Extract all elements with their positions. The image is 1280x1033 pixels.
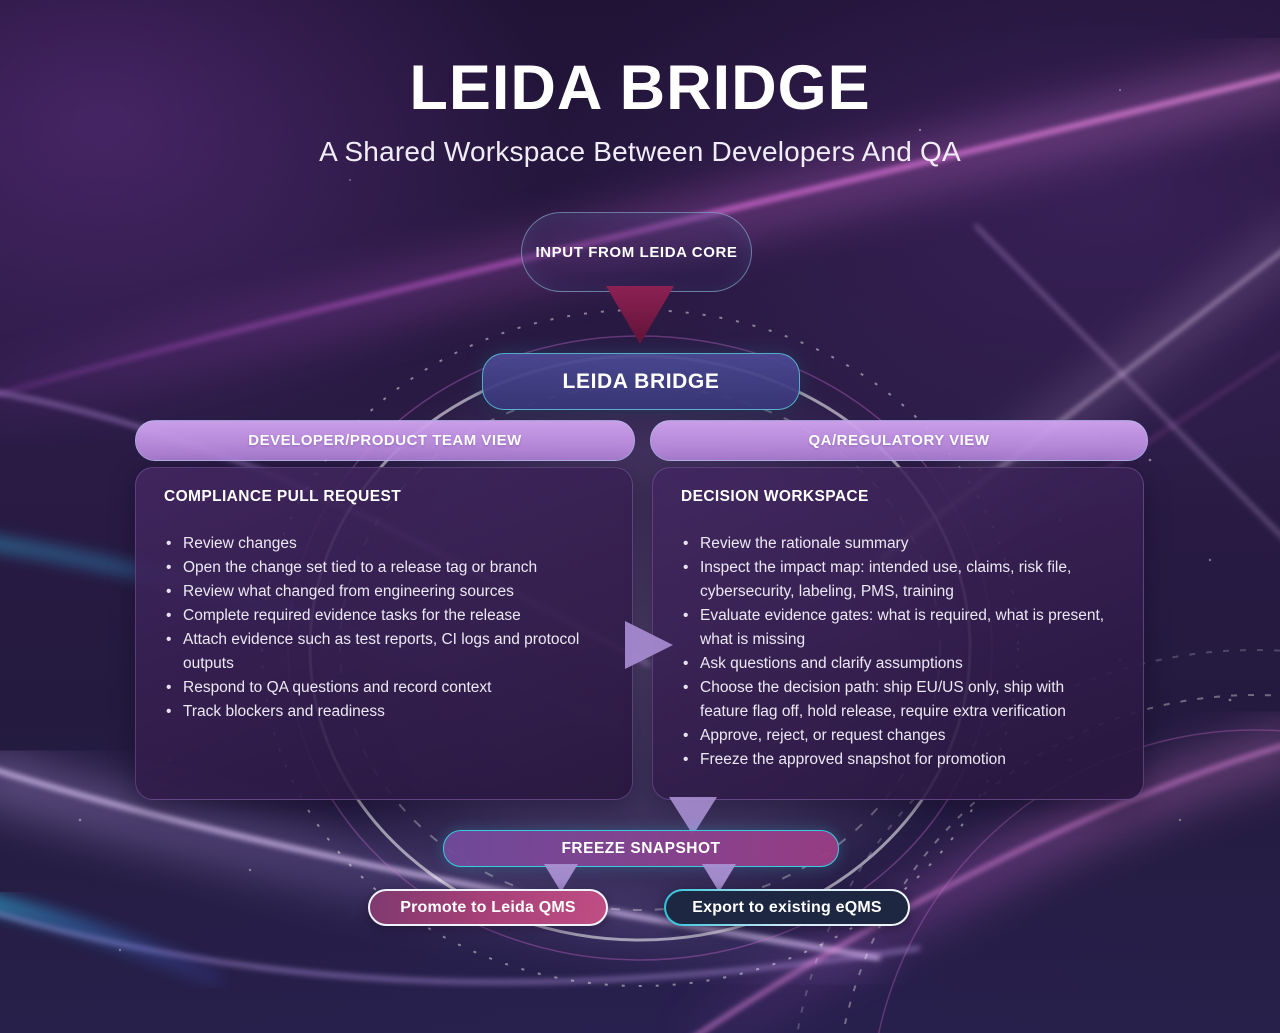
bullet-item: Track blockers and readiness: [164, 700, 604, 724]
input-node-label: INPUT FROM LEIDA CORE: [535, 243, 738, 261]
bullet-item: Approve, reject, or request changes: [681, 724, 1115, 748]
qa-view-header-label: QA/REGULATORY VIEW: [808, 432, 990, 449]
bullet-item: Freeze the approved snapshot for promoti…: [681, 748, 1115, 772]
promote-to-leida-qms-button[interactable]: Promote to Leida QMS: [368, 889, 608, 926]
export-to-eqms-button[interactable]: Export to existing eQMS: [664, 889, 910, 926]
freeze-snapshot-label: FREEZE SNAPSHOT: [561, 839, 721, 857]
bullet-item: Review changes: [164, 532, 604, 556]
compliance-panel-title: COMPLIANCE PULL REQUEST: [164, 488, 402, 505]
bullet-item: Review what changed from engineering sou…: [164, 580, 604, 604]
bullet-item: Review the rationale summary: [681, 532, 1115, 556]
bullet-item: Respond to QA questions and record conte…: [164, 676, 604, 700]
leida-bridge-node: LEIDA BRIDGE: [482, 353, 800, 410]
bullet-item: Attach evidence such as test reports, CI…: [164, 628, 604, 676]
input-from-leida-core-node: INPUT FROM LEIDA CORE: [521, 212, 752, 292]
compliance-pull-request-panel: COMPLIANCE PULL REQUEST Review changesOp…: [135, 467, 633, 800]
developer-view-header: DEVELOPER/PRODUCT TEAM VIEW: [135, 420, 635, 461]
bullet-item: Choose the decision path: ship EU/US onl…: [681, 676, 1115, 724]
page-subtitle: A Shared Workspace Between Developers An…: [319, 136, 961, 167]
bullet-item: Inspect the impact map: intended use, cl…: [681, 556, 1115, 604]
decision-panel-title: DECISION WORKSPACE: [681, 488, 869, 505]
bullet-item: Open the change set tied to a release ta…: [164, 556, 604, 580]
bullet-item: Evaluate evidence gates: what is require…: [681, 604, 1115, 652]
decision-bullet-list: Review the rationale summaryInspect the …: [681, 532, 1115, 772]
bullet-item: Complete required evidence tasks for the…: [164, 604, 604, 628]
export-button-label: Export to existing eQMS: [692, 898, 882, 916]
freeze-snapshot-button[interactable]: FREEZE SNAPSHOT: [443, 830, 839, 867]
arrow-input-to-bridge-icon: [606, 286, 674, 344]
developer-view-header-label: DEVELOPER/PRODUCT TEAM VIEW: [248, 432, 522, 449]
page-title: LEIDA BRIDGE: [409, 53, 871, 123]
promote-button-label: Promote to Leida QMS: [400, 898, 576, 916]
decision-workspace-panel: DECISION WORKSPACE Review the rationale …: [652, 467, 1144, 800]
qa-view-header: QA/REGULATORY VIEW: [650, 420, 1148, 461]
compliance-bullet-list: Review changesOpen the change set tied t…: [164, 532, 604, 724]
bullet-item: Ask questions and clarify assumptions: [681, 652, 1115, 676]
bridge-node-label: LEIDA BRIDGE: [562, 369, 720, 393]
